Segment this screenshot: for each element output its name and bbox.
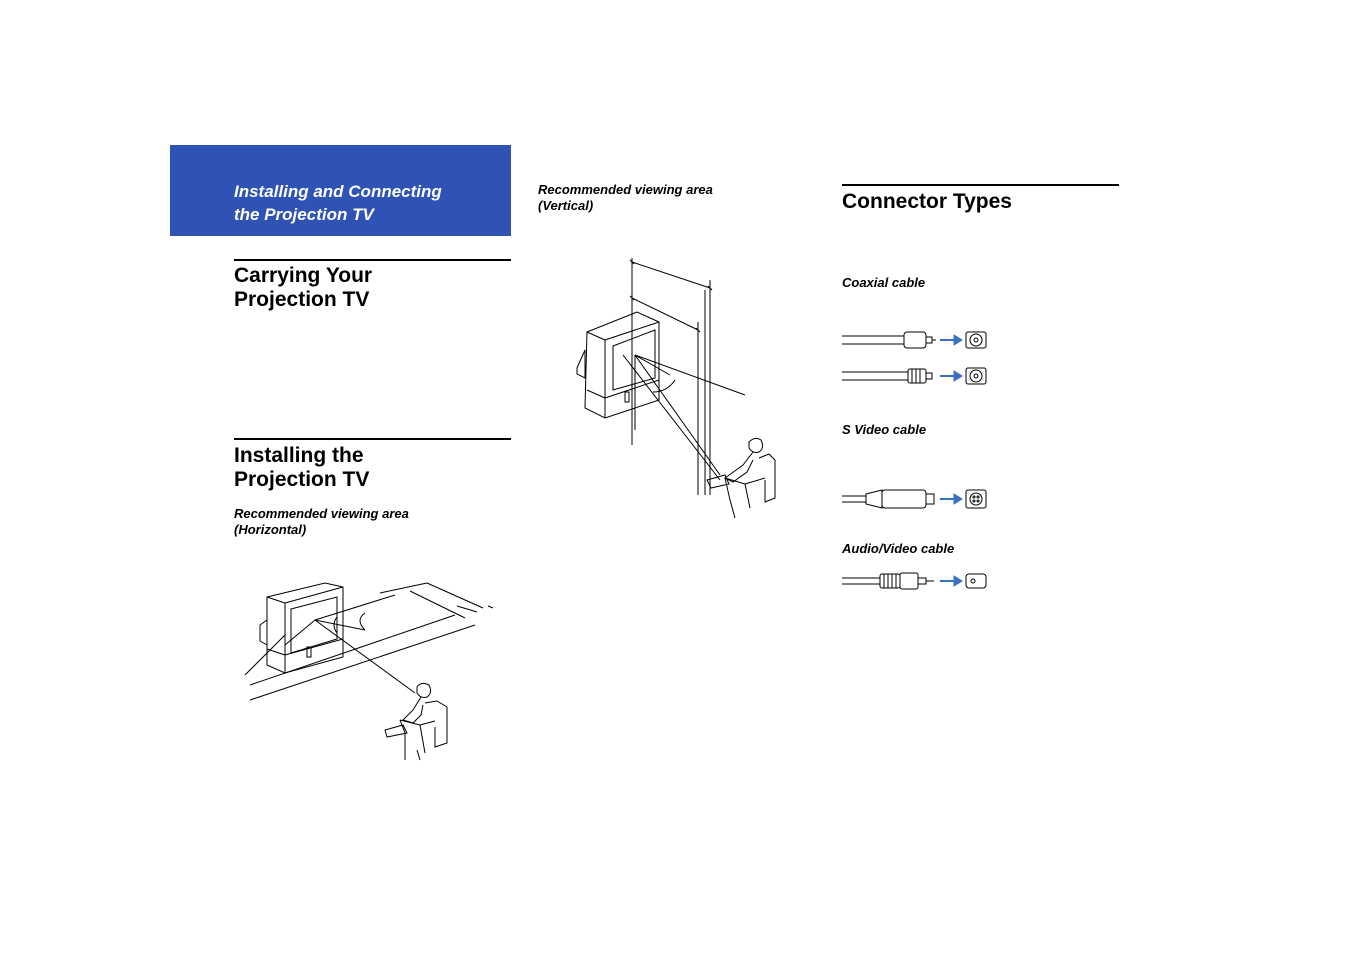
- section-title: Installing and Connecting the Projection…: [234, 182, 442, 224]
- dimension-lines: [630, 258, 712, 495]
- audio-video-cable-illustration: [842, 570, 992, 592]
- viewing-angle-lines: [623, 355, 745, 480]
- horizontal-viewing-caption: Recommended viewing area (Horizontal): [234, 506, 409, 537]
- coaxial-caption: Coaxial cable: [842, 275, 926, 290]
- divider: [234, 438, 511, 440]
- viewing-angle-lines: [285, 595, 415, 693]
- svideo-jack-icon: [966, 490, 986, 508]
- viewer-in-chair-icon: [385, 683, 447, 760]
- connector-types-heading: Connector Types: [842, 190, 1012, 213]
- arrow-right-icon: [940, 335, 962, 345]
- carrying-heading: Carrying Your Projection TV: [234, 264, 373, 311]
- divider: [234, 259, 511, 261]
- rca-jack-icon: [966, 574, 986, 588]
- coaxial-cable-push-on-illustration: [842, 328, 992, 352]
- audio-video-caption: Audio/Video cable: [842, 541, 955, 556]
- installing-heading: Installing the Projection TV: [234, 444, 370, 491]
- arrow-right-icon: [940, 371, 962, 381]
- divider: [842, 184, 1119, 186]
- vertical-viewing-illustration: [575, 250, 785, 520]
- arrow-right-icon: [940, 494, 962, 504]
- viewer-in-chair-icon: [707, 438, 775, 518]
- svideo-cable-illustration: [842, 486, 992, 512]
- tv-set-outline: [577, 312, 659, 418]
- tv-set-outline: [260, 583, 343, 673]
- coaxial-jack-icon: [966, 332, 986, 348]
- coaxial-cable-screw-on-illustration: [842, 364, 992, 388]
- section-banner: Installing and Connecting the Projection…: [170, 145, 511, 236]
- svideo-caption: S Video cable: [842, 422, 927, 437]
- coaxial-jack-icon: [966, 368, 986, 384]
- horizontal-viewing-illustration: [245, 575, 500, 765]
- arrow-right-icon: [940, 576, 962, 586]
- floor-guide-lines: [245, 583, 493, 700]
- vertical-viewing-caption: Recommended viewing area (Vertical): [538, 182, 713, 213]
